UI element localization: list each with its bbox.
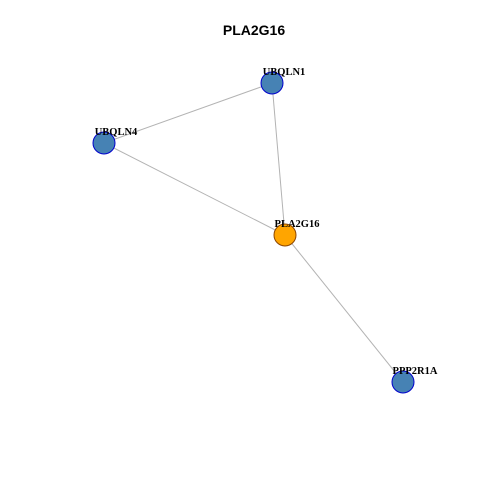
node-label-pla2g16: PLA2G16: [275, 219, 320, 230]
node-label-ubqln1: UBQLN1: [263, 67, 306, 78]
diagram-title: PLA2G16: [223, 22, 285, 38]
nodes-layer: [92, 71, 415, 394]
edge-ubqln1-pla2g16: [271, 82, 286, 236]
node-label-ppp2r1a: PPP2R1A: [393, 366, 438, 377]
node-label-ubqln4: UBQLN4: [95, 127, 138, 138]
edge-ubqln4-pla2g16: [103, 142, 286, 236]
node-pla2g16[interactable]: [273, 223, 297, 247]
node-ubqln4[interactable]: [92, 131, 116, 155]
node-ubqln1[interactable]: [260, 71, 284, 95]
edges-layer: [103, 82, 404, 383]
node-ppp2r1a[interactable]: [391, 370, 415, 394]
edge-pla2g16-ppp2r1a: [284, 234, 404, 383]
edge-ubqln1-ubqln4: [103, 82, 273, 144]
